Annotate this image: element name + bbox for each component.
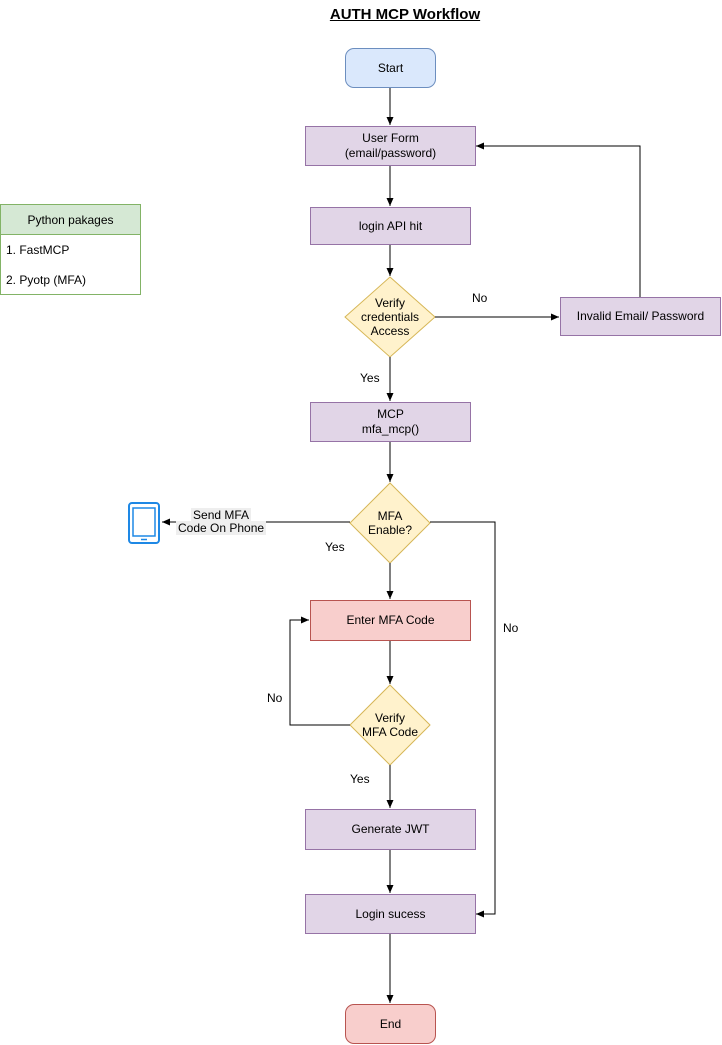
edge-label-mfa-yes: Yes — [325, 540, 345, 554]
generate-jwt-node: Generate JWT — [305, 809, 476, 850]
edge-label-cred-no: No — [472, 291, 488, 305]
diagram-title: AUTH MCP Workflow — [329, 6, 481, 23]
end-node: End — [345, 1004, 436, 1044]
mcp-node: MCP mfa_mcp() — [310, 402, 471, 442]
login-api-node: login API hit — [310, 207, 471, 245]
login-success-node: Login sucess — [305, 894, 476, 934]
start-node: Start — [345, 48, 436, 88]
invalid-credentials-node: Invalid Email/ Password — [560, 297, 721, 336]
enter-mfa-node: Enter MFA Code — [310, 600, 471, 641]
mfa-enable-label: MFA Enable? — [367, 509, 413, 537]
edge-verify-retry — [289, 616, 350, 726]
legend-item: 1. FastMCP — [6, 243, 70, 257]
edge-label-cred-yes: Yes — [360, 371, 380, 385]
verify-credentials-label: Verify credentials Access — [360, 296, 420, 338]
edge-label-verify-no: No — [267, 691, 283, 705]
legend-item: 2. Pyotp (MFA) — [6, 273, 87, 287]
tablet-phone-icon — [128, 502, 160, 544]
send-mfa-label: Send MFA Code On Phone — [176, 508, 267, 535]
edge-label-verify-yes: Yes — [350, 772, 370, 786]
verify-mfa-label: Verify MFA Code — [361, 711, 419, 739]
python-packages-legend: Python pakages 1. FastMCP 2. Pyotp (MFA) — [0, 204, 141, 295]
legend-header: Python pakages — [1, 205, 140, 235]
edge-invalid-form — [476, 142, 641, 297]
edge-label-mfa-no: No — [503, 621, 519, 635]
user-form-node: User Form (email/password) — [305, 126, 476, 166]
edge-mfa-no-login — [430, 521, 496, 918]
